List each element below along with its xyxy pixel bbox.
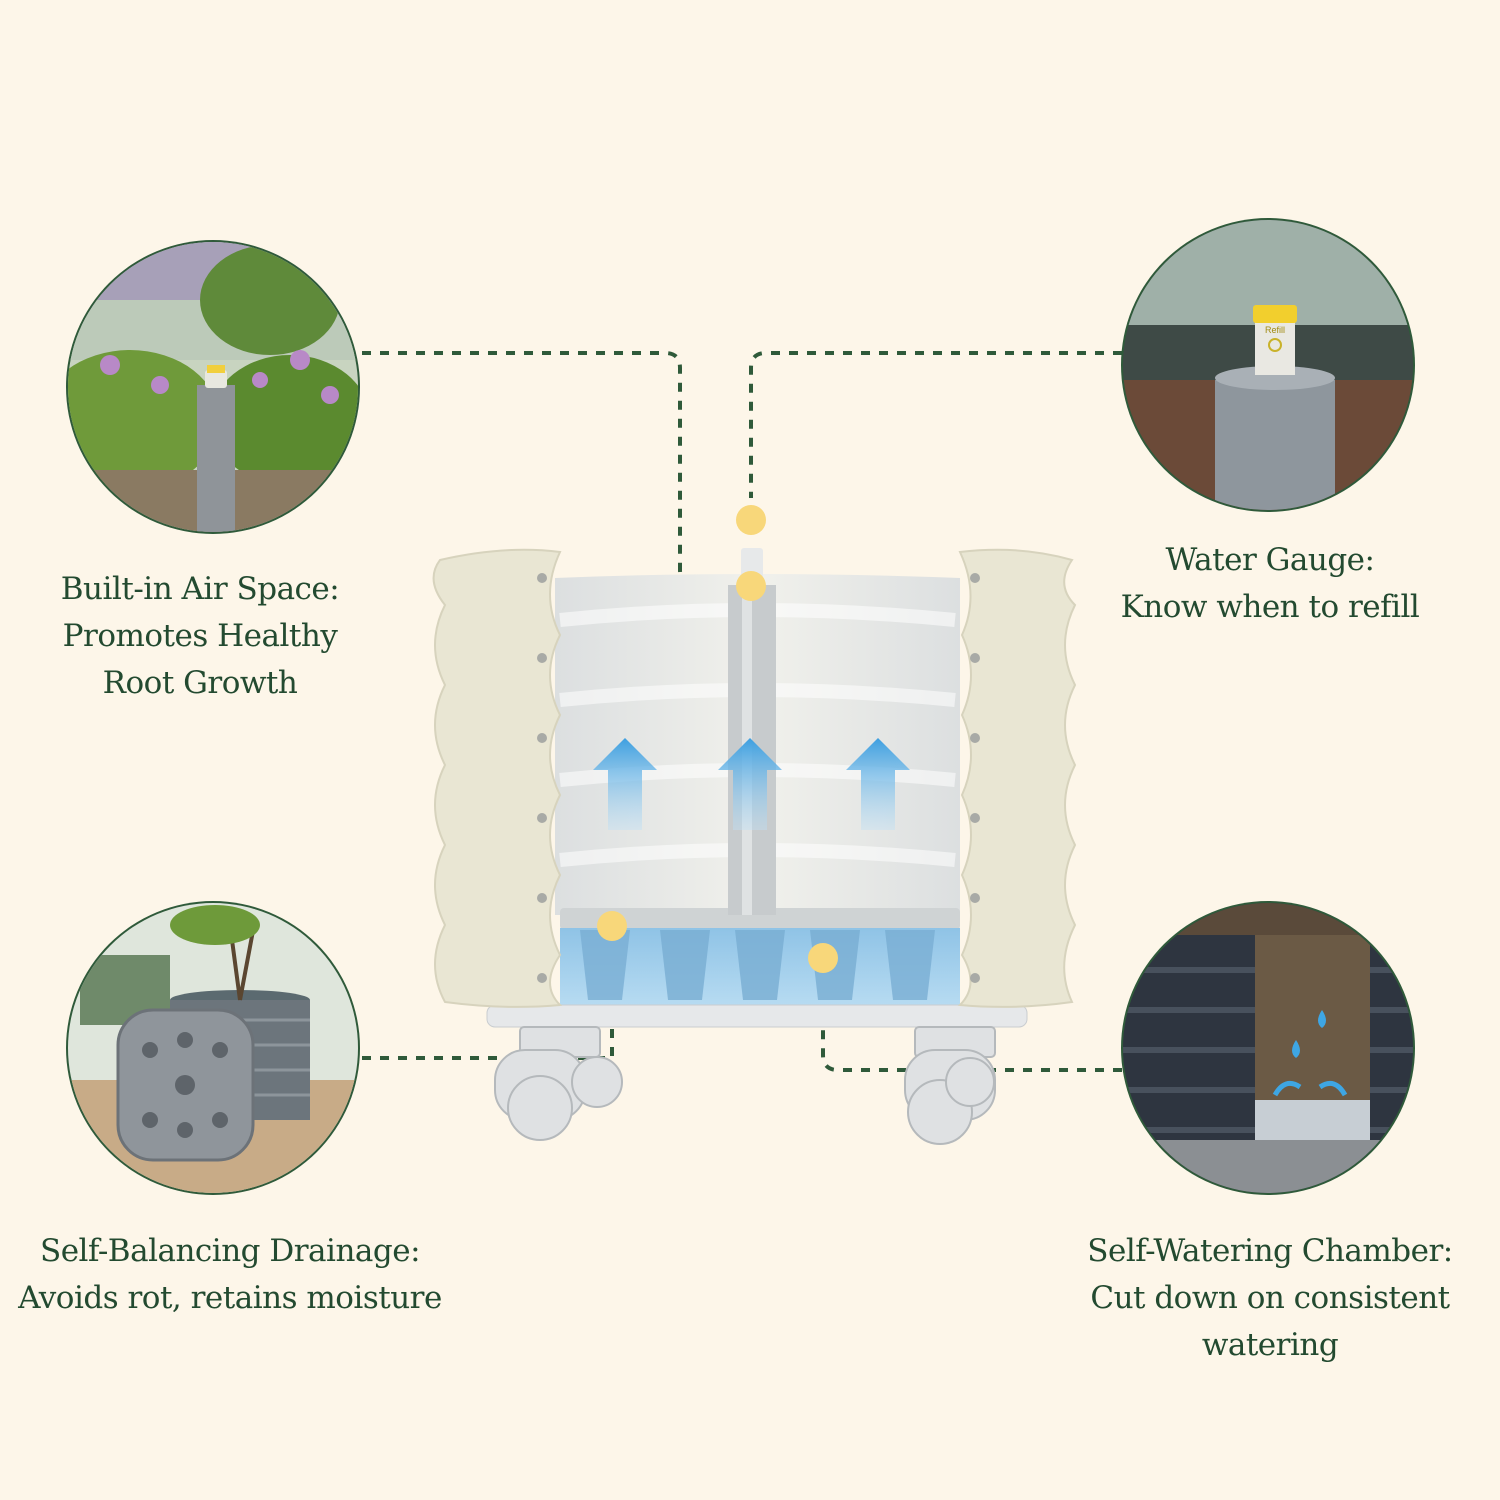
sprinkler-pipe-in-garden-photo (66, 240, 360, 534)
planter-bed-illustration (432, 548, 1077, 1145)
right-corrugated-wall (957, 548, 1077, 1008)
base-tray (560, 908, 960, 930)
chamber-line-1: Cut down on consistent (1090, 1280, 1450, 1316)
air-space-line-1: Promotes Healthy (62, 618, 338, 654)
drainage-title: Self-Balancing Drainage: (39, 1233, 421, 1269)
caster-wheel-right (904, 1026, 996, 1145)
air-space-caption: Built-in Air Space: Promotes Healthy Roo… (20, 566, 380, 707)
gauge-refill-label: Refill (1265, 325, 1285, 335)
air-space-line-2: Root Growth (102, 665, 298, 701)
callout-markers (597, 505, 838, 973)
gauge-marker-dot (736, 505, 766, 535)
water-gauge-caption: Water Gauge: Know when to refill (1090, 537, 1450, 631)
water-gauge-refill-photo: Refill (1121, 218, 1415, 512)
chamber-marker-dot (808, 943, 838, 973)
left-corrugated-wall (432, 548, 563, 1008)
air-space-title: Built-in Air Space: (60, 571, 340, 607)
water-gauge-title: Water Gauge: (1165, 542, 1375, 578)
drainage-base-plate-photo (66, 901, 360, 1195)
gauge-cap (741, 548, 763, 578)
chamber-caption: Self-Watering Chamber: Cut down on consi… (1060, 1228, 1480, 1369)
chamber-title: Self-Watering Chamber: (1087, 1233, 1453, 1269)
wall-bolts (537, 573, 980, 983)
base-plate (486, 1004, 1028, 1028)
airflow-arrows (593, 738, 910, 830)
air-space-marker-dot (736, 571, 766, 601)
drainage-caption: Self-Balancing Drainage: Avoids rot, ret… (10, 1228, 450, 1322)
caster-wheel-left (494, 1026, 623, 1141)
drainage-line-1: Avoids rot, retains moisture (18, 1280, 442, 1316)
chamber-line-2: watering (1201, 1327, 1339, 1363)
drainage-marker-dot (597, 911, 627, 941)
chamber-callout-line (821, 975, 1122, 1072)
soil-cross-section-photo (1121, 901, 1415, 1195)
water-gauge-line-1: Know when to refill (1120, 589, 1420, 625)
water-gauge-callout-line (749, 351, 1122, 498)
